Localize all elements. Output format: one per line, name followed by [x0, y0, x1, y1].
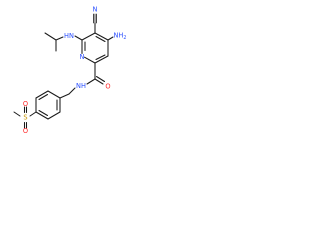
- bond-ring-c-cyano-c-amino: [94, 32, 109, 41]
- atom-amino-nh: NH2: [114, 32, 127, 41]
- bond-benz-2: [47, 111, 61, 120]
- atom-sulfonyl-sulfur: S: [23, 114, 27, 122]
- bond-carbonyl-o-2: [95, 75, 106, 83]
- bond-carbonyl-nh: [86, 78, 96, 85]
- bond-ch-ch3-up: [44, 32, 57, 41]
- atom-sulfonyl-oxygen-top: O: [23, 100, 28, 108]
- bond-benz-5: [35, 90, 49, 99]
- atom-amide-nh: NH: [76, 82, 86, 90]
- bond-benz-double-2: [38, 109, 49, 117]
- molecule-structure: N N NH2 HN NH O S O O: [13, 6, 127, 135]
- atom-ring-nitrogen: N: [80, 53, 85, 61]
- bond-ring-c-h-c-amide: [94, 55, 109, 64]
- bond-c-nh-isopropyl: [74, 35, 83, 41]
- structure-canvas: N N NH2 HN NH O S O O: [0, 0, 150, 150]
- bond-ch2-ring: [59, 93, 70, 99]
- bond-carbonyl-o-1: [94, 78, 104, 85]
- bond-ring-c-amide-n: [83, 56, 96, 64]
- bond-benz-double-3: [38, 93, 49, 101]
- atom-cyano-nitrogen: N: [93, 6, 98, 14]
- bond-nh-ch: [55, 36, 64, 41]
- atom-sulfonyl-oxygen-bottom: O: [23, 127, 28, 135]
- bond-ring-double-2: [95, 54, 106, 61]
- bond-s-ch3: [13, 111, 21, 117]
- bond-ring-double-1: [95, 35, 106, 43]
- bond-benz-6: [47, 90, 61, 99]
- bond-nh-ch2: [68, 87, 76, 95]
- bond-c-amino: [107, 36, 114, 41]
- bond-ring-c-isopropyl-c-cyano: [81, 32, 96, 41]
- atom-carbonyl-oxygen: O: [105, 83, 110, 91]
- bond-benz-3: [35, 111, 49, 120]
- bond-benz-s: [29, 111, 37, 117]
- atom-isopropyl-hn: HN: [64, 32, 74, 40]
